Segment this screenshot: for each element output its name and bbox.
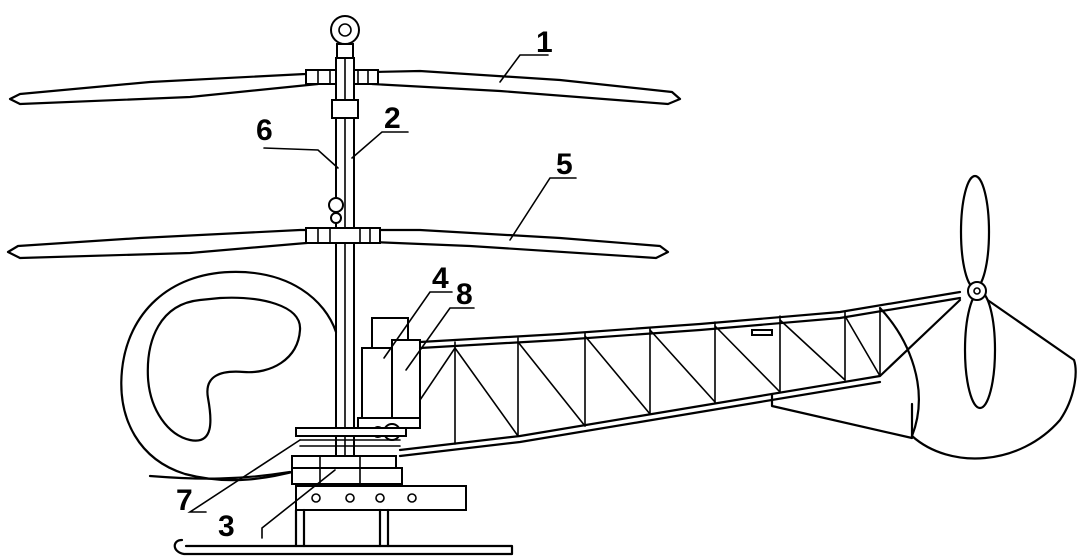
callout-7: 7 xyxy=(176,484,193,517)
tail-rotor-blade-lower xyxy=(963,290,997,410)
truss-front-brace xyxy=(419,347,456,401)
callout-6: 6 xyxy=(256,114,273,147)
truss-diagonal-6 xyxy=(779,319,846,381)
tail-rotor-hub xyxy=(967,281,987,301)
mast-top-cap-inner xyxy=(338,23,352,37)
leader-6 xyxy=(263,147,339,169)
tail-boom-lower-rail-inner xyxy=(398,380,882,458)
tail-boom-slot xyxy=(751,329,773,336)
upper-rotor-blade-left xyxy=(8,70,320,106)
callout-2: 2 xyxy=(384,102,401,135)
tail-rotor-hub-center xyxy=(973,287,981,295)
lower-frame-plate xyxy=(291,455,397,469)
callout-1: 1 xyxy=(536,26,553,59)
upper-rotor-blade-right xyxy=(370,69,682,106)
leader-2 xyxy=(351,131,409,159)
tail-boom xyxy=(398,290,962,458)
frame-block xyxy=(291,467,403,485)
battery-screw-2 xyxy=(345,493,355,503)
leader-8 xyxy=(405,307,475,371)
canopy-bottom-line xyxy=(148,470,292,480)
battery-plate xyxy=(295,485,467,511)
lower-rotor-hub xyxy=(305,227,381,244)
tail-rotor-blade-upper xyxy=(959,174,991,290)
callout-labels: 1 2 3 4 5 6 7 8 xyxy=(176,26,573,543)
mast-top-joint xyxy=(336,43,354,59)
canopy-outer xyxy=(120,270,338,482)
motor-left xyxy=(361,347,393,421)
cockpit xyxy=(120,270,338,482)
leader-5 xyxy=(509,177,577,241)
callout-3: 3 xyxy=(218,510,235,543)
tail-fin-outline xyxy=(878,290,1077,460)
tail-boom-lower-rail xyxy=(398,298,962,452)
motor-assembly xyxy=(357,317,421,441)
callout-8: 8 xyxy=(456,278,473,311)
upper-frame-plate xyxy=(295,427,407,437)
truss-diagonal-5 xyxy=(714,325,781,393)
motor-right xyxy=(391,339,421,421)
battery-screw-4 xyxy=(407,493,417,503)
tail-fin-lower xyxy=(770,392,914,440)
landing-gear xyxy=(173,508,514,556)
callout-4: 4 xyxy=(432,262,449,295)
truss-diagonal-2 xyxy=(517,341,586,427)
canopy-inner xyxy=(146,296,302,442)
upper-rotor xyxy=(8,69,682,106)
tail-boom-upper-rail xyxy=(418,290,962,344)
leader-3 xyxy=(261,469,336,539)
callout-leaders xyxy=(187,54,577,539)
shaft-link-lower xyxy=(330,212,342,224)
mast-top-cap xyxy=(330,15,360,45)
coaxial-shafts xyxy=(328,57,359,459)
battery-screw-1 xyxy=(311,493,321,503)
frame-base xyxy=(291,427,467,511)
truss-diagonal-1 xyxy=(454,347,519,437)
landing-skid xyxy=(173,538,514,556)
lower-rotor xyxy=(6,227,670,260)
leader-4 xyxy=(383,291,453,359)
leader-7 xyxy=(187,439,301,513)
mast-top xyxy=(330,15,360,59)
callout-5: 5 xyxy=(556,148,573,181)
truss-diagonal-4 xyxy=(649,329,716,403)
lower-rotor-blade-right xyxy=(370,228,670,260)
truss-diagonal-7 xyxy=(844,315,881,377)
upper-swash-collar xyxy=(331,99,359,119)
truss-diagonal-3 xyxy=(584,335,651,415)
tail-assembly xyxy=(770,174,1077,460)
battery-screw-3 xyxy=(375,493,385,503)
lower-rotor-blade-left xyxy=(6,228,320,260)
leader-1 xyxy=(499,54,549,83)
shaft-link-upper xyxy=(328,197,344,213)
